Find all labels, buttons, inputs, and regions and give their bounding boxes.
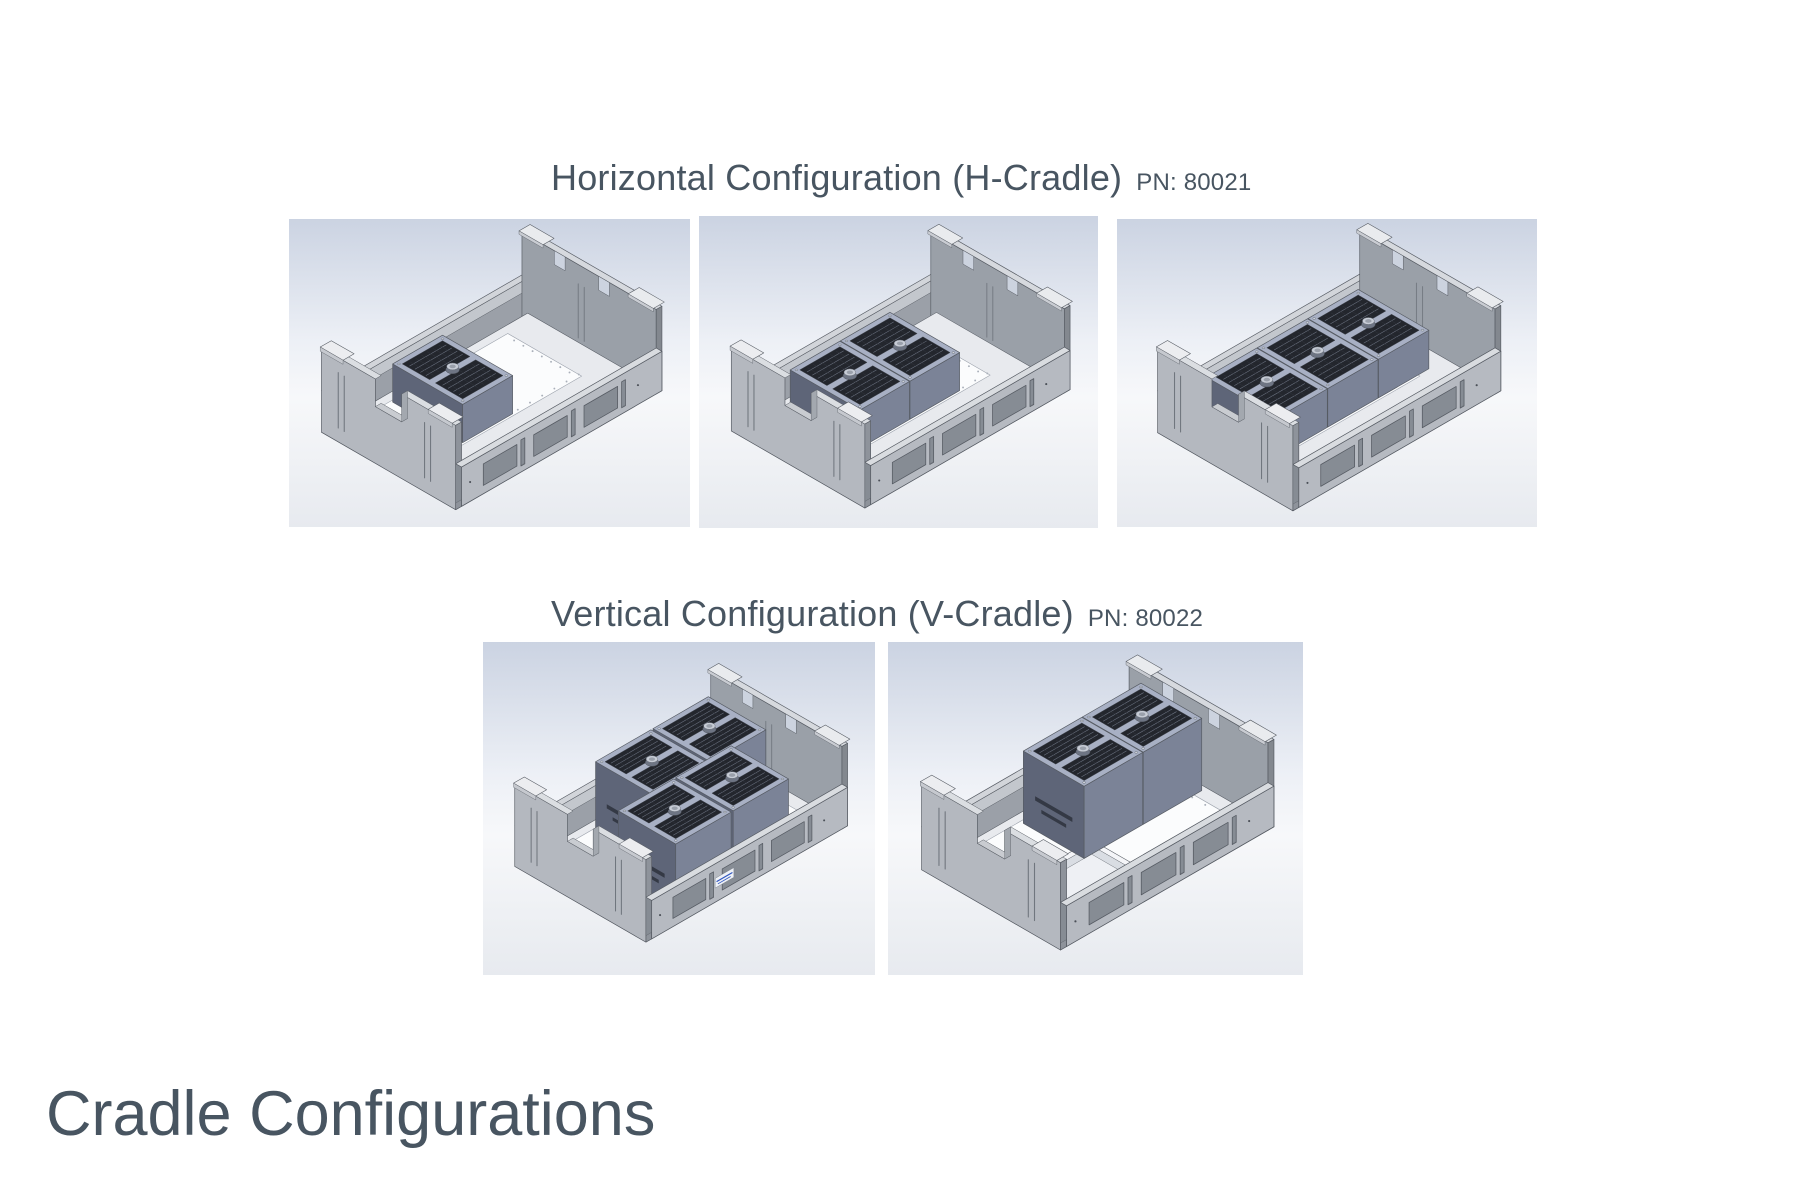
v-cradle-render-2-modules-empty-tray bbox=[920, 654, 1277, 951]
h-cradle-figure-3 bbox=[1117, 219, 1537, 527]
h-cradle-render-3-modules bbox=[1156, 223, 1504, 512]
h-cradle-figure-2 bbox=[699, 216, 1098, 528]
v-configuration-title: Vertical Configuration (V-Cradle) bbox=[551, 593, 1074, 634]
h-configuration-heading: Horizontal Configuration (H-Cradle) PN: 8… bbox=[551, 157, 1251, 199]
v-cradle-figure-1 bbox=[483, 642, 875, 975]
h-cradle-figure-1 bbox=[289, 219, 690, 527]
h-cradle-render-1-module bbox=[319, 224, 665, 511]
page-title: Cradle Configurations bbox=[46, 1079, 656, 1149]
h-configuration-part-number: PN: 80021 bbox=[1136, 169, 1252, 196]
h-configuration-title: Horizontal Configuration (H-Cradle) bbox=[551, 157, 1123, 198]
v-cradle-render-4-modules bbox=[513, 663, 851, 943]
v-cradle-figure-2 bbox=[888, 642, 1303, 975]
v-configuration-part-number: PN: 80022 bbox=[1087, 605, 1204, 632]
v-configuration-heading: Vertical Configuration (V-Cradle) PN: 800… bbox=[551, 593, 1203, 635]
h-cradle-render-2-modules bbox=[729, 223, 1073, 509]
